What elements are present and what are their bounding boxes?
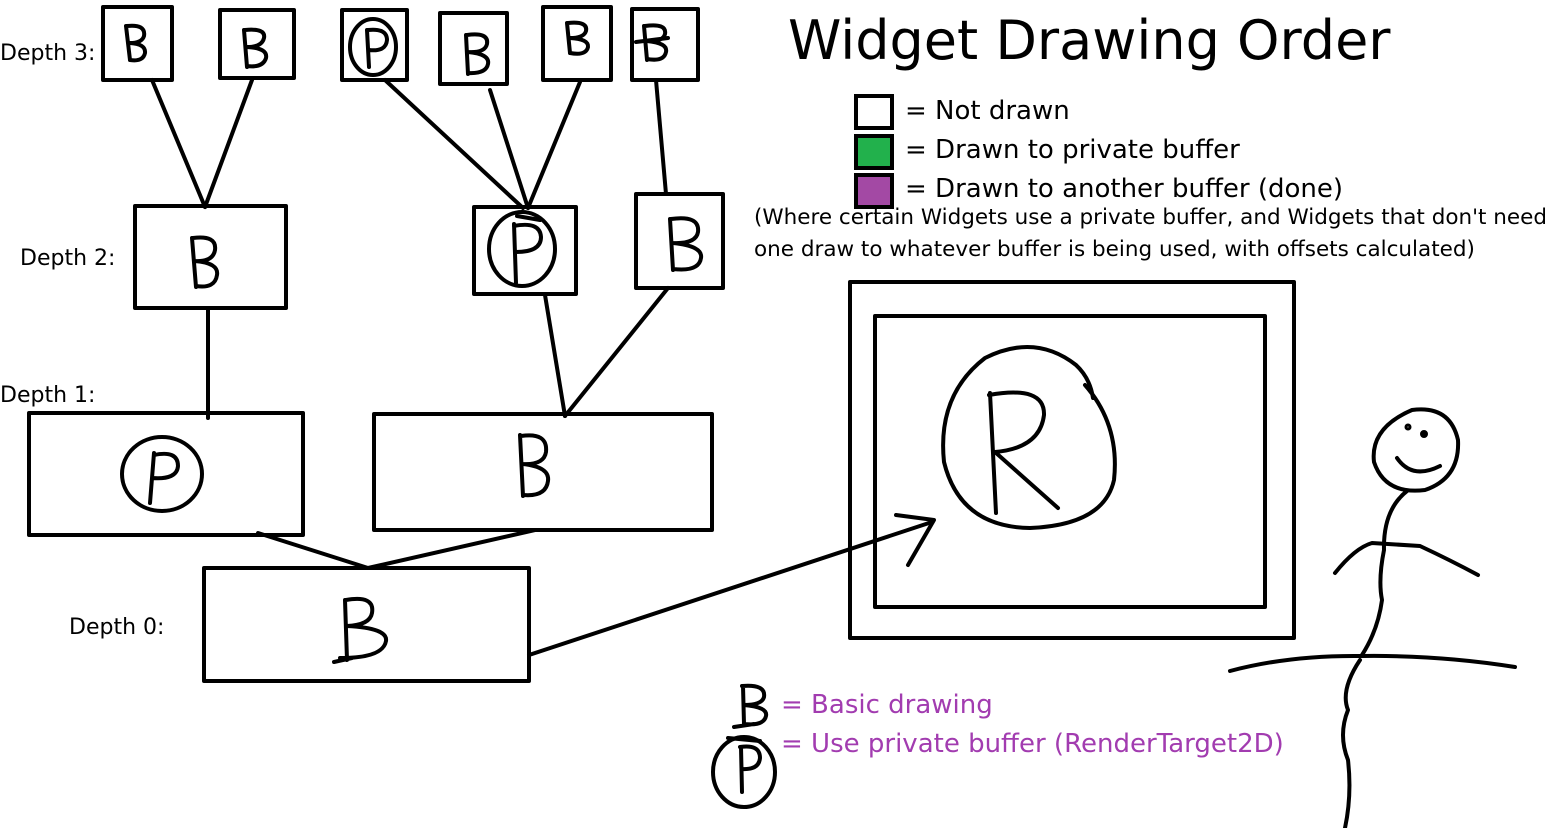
depth1-label: Depth 1: (0, 383, 96, 408)
depth1-nodes (27, 411, 714, 537)
node-basic-d3-2 (218, 8, 296, 80)
depth0-nodes (202, 566, 531, 683)
node-basic-d3-5 (630, 7, 700, 82)
swatch-private-buffer (854, 134, 894, 170)
node-basic-d1-2 (372, 412, 714, 532)
key-basic-drawing: = Basic drawing (781, 690, 993, 720)
legend-not-drawn: = Not drawn (905, 96, 1070, 126)
legend-swatches (854, 94, 894, 209)
render-target-node (941, 345, 1117, 530)
tree-edges (150, 78, 670, 570)
private-symbol-icon (711, 735, 777, 809)
stick-figure (1228, 407, 1517, 828)
node-private-d2-1 (472, 205, 578, 296)
swatch-another-buffer (854, 173, 894, 209)
depth0-label: Depth 0: (69, 615, 165, 640)
legend-another-buffer: = Drawn to another buffer (done) (905, 174, 1344, 204)
depth3-label: Depth 3: (0, 41, 96, 66)
legend-private-buffer: = Drawn to private buffer (905, 135, 1240, 165)
depth3-nodes (101, 5, 700, 86)
swatch-not-drawn (854, 94, 894, 130)
diagram-title: Widget Drawing Order (788, 9, 1391, 72)
basic-symbol-icon (732, 683, 769, 729)
node-basic-d3-4 (541, 5, 613, 82)
node-basic-d3-1 (101, 5, 174, 82)
node-private-d1-1 (27, 411, 305, 537)
depth2-nodes (133, 192, 725, 310)
key-private-buffer: = Use private buffer (RenderTarget2D) (781, 729, 1284, 759)
note-line-1: (Where certain Widgets use a private buf… (754, 205, 1545, 230)
output-arrow (527, 513, 936, 657)
node-basic-d2-1 (133, 204, 288, 310)
note-line-2: one draw to whatever buffer is being use… (754, 237, 1475, 262)
node-private-d3-1 (340, 8, 409, 82)
depth2-label: Depth 2: (20, 246, 116, 271)
node-basic-d3-3 (438, 11, 509, 86)
node-basic-d2-2 (634, 192, 725, 290)
node-basic-d0-1 (202, 566, 531, 683)
screen-frame (848, 280, 1296, 640)
